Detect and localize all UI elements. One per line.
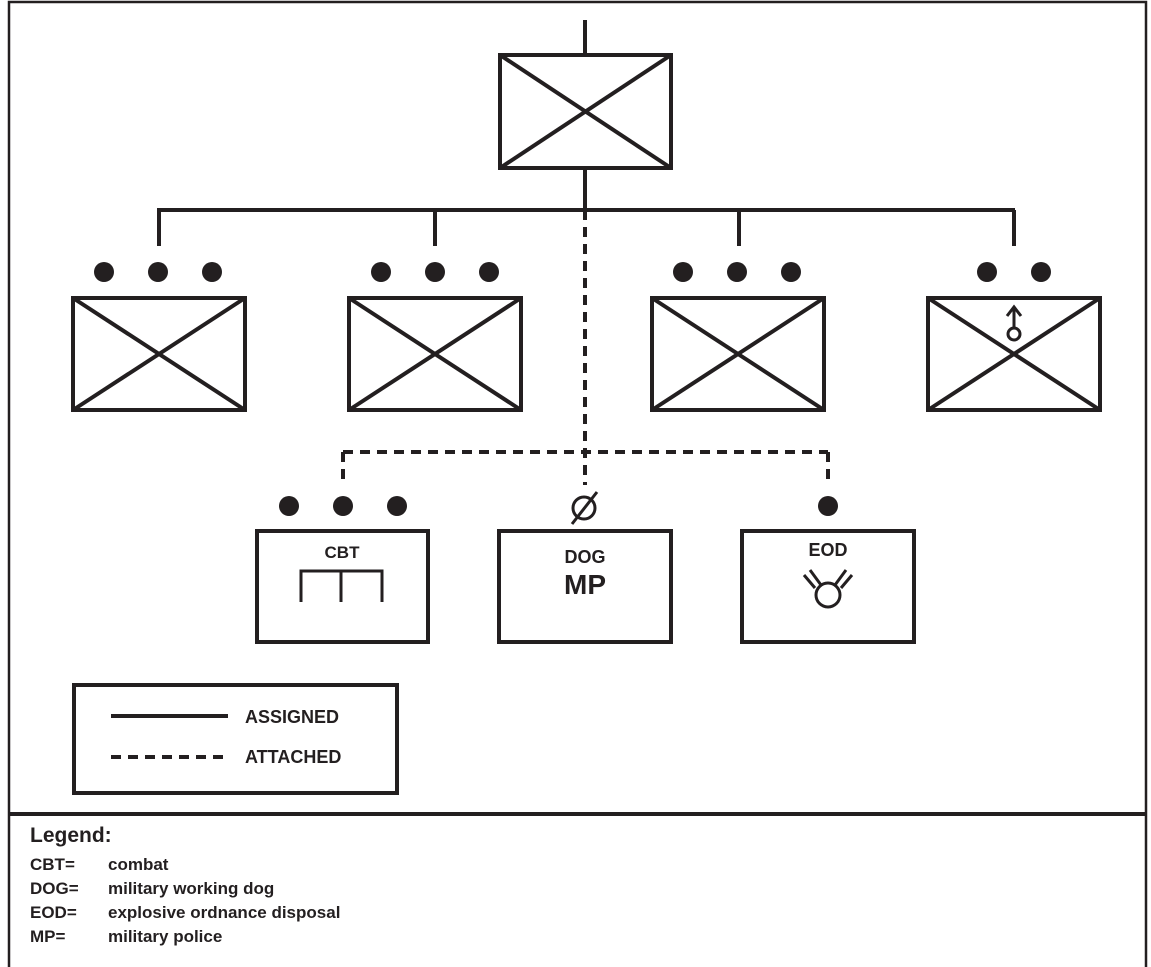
- legend-definition: military police: [108, 927, 222, 946]
- line-type-key: ASSIGNED ATTACHED: [72, 683, 399, 795]
- legend-definition: explosive ordnance disposal: [108, 903, 340, 922]
- unit-code-cbt: CBT: [325, 543, 361, 562]
- abbreviation-legend: Legend: CBT= combat DOG= military workin…: [30, 824, 340, 946]
- size-indicator-squad: [818, 496, 838, 516]
- subordinate-unit-3: [650, 262, 826, 412]
- attached-label: ATTACHED: [245, 747, 341, 767]
- legend-definition: military working dog: [108, 879, 274, 898]
- military-police-dog-unit: DOG MP: [497, 491, 673, 644]
- size-indicator-battalion: [673, 262, 801, 282]
- page-frame: [7, 0, 1148, 967]
- legend-term: MP=: [30, 927, 66, 946]
- size-indicator-team-icon: [570, 491, 599, 525]
- subordinate-unit-4-airborne: [926, 262, 1102, 412]
- combat-engineer-unit: CBT: [255, 496, 430, 644]
- size-indicator-battalion: [371, 262, 499, 282]
- unit-code-dog: DOG: [564, 547, 605, 567]
- legend-title: Legend:: [30, 824, 112, 847]
- legend-term: DOG=: [30, 879, 79, 898]
- unit-code-mp: MP: [564, 569, 606, 600]
- size-indicator-battalion: [279, 496, 407, 516]
- eod-bomb-icon: [802, 569, 854, 609]
- attached-connectors: [341, 210, 830, 485]
- engineer-icon: [299, 569, 384, 602]
- assigned-label: ASSIGNED: [245, 707, 339, 727]
- legend-term: EOD=: [30, 903, 77, 922]
- size-indicator-battalion: [94, 262, 222, 282]
- subordinate-unit-1: [71, 262, 247, 412]
- unit-code-eod: EOD: [808, 540, 847, 560]
- explosive-ordnance-disposal-unit: EOD: [740, 496, 916, 644]
- subordinate-unit-2: [347, 262, 523, 412]
- size-indicator-company: [977, 262, 1051, 282]
- airborne-arrow-icon: [1005, 304, 1023, 342]
- legend-definition: combat: [108, 855, 169, 874]
- headquarters-unit: [498, 53, 673, 170]
- legend-term: CBT=: [30, 855, 75, 874]
